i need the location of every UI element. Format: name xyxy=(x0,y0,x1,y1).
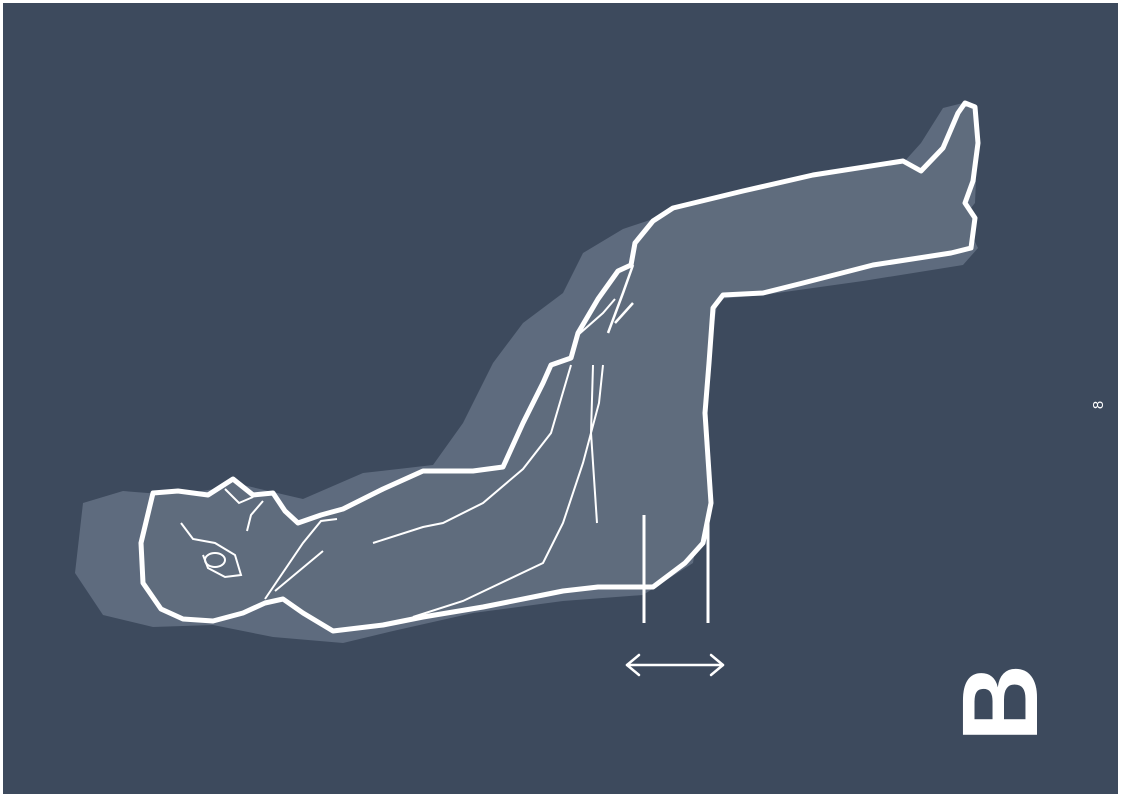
figure-body xyxy=(141,103,978,631)
illustration-page: 8 B xyxy=(3,3,1118,794)
page-number: 8 xyxy=(1089,395,1109,415)
panel-letter: B xyxy=(950,638,1050,768)
double-arrow-icon xyxy=(627,655,723,675)
